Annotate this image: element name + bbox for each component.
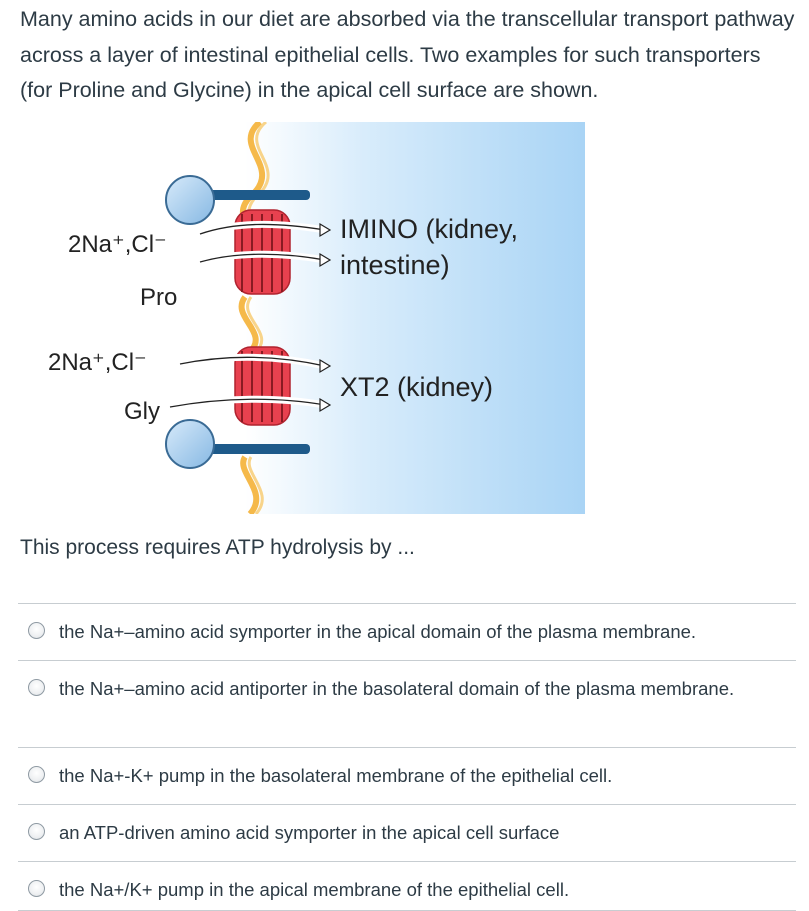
answer-option[interactable]: the Na+–amino acid symporter in the apic… — [18, 603, 796, 660]
imino-substrate-label: Pro — [140, 284, 177, 311]
lumen-background — [245, 122, 585, 514]
question-prompt: This process requires ATP hydrolysis by … — [20, 536, 415, 559]
transporter-diagram: 2Na⁺,Cl⁻ Pro IMINO (kidney, intestine) 2… — [48, 119, 585, 517]
anchor-bar — [198, 444, 310, 454]
xt2-substrate-label: Gly — [124, 398, 160, 425]
answer-option[interactable]: the Na+–amino acid antiporter in the bas… — [18, 660, 796, 747]
answer-label[interactable]: the Na+/K+ pump in the apical membrane o… — [59, 879, 570, 900]
imino-name-label-line2: intestine) — [340, 250, 450, 280]
answer-label[interactable]: the Na+-K+ pump in the basolateral membr… — [59, 765, 613, 786]
imino-transporter — [165, 175, 332, 295]
answer-label[interactable]: the Na+–amino acid symporter in the apic… — [59, 621, 697, 642]
answer-label[interactable]: an ATP-driven amino acid symporter in th… — [59, 822, 560, 843]
transporter-figure: 2Na⁺,Cl⁻ Pro IMINO (kidney, intestine) 2… — [20, 119, 585, 517]
radio-button[interactable] — [28, 622, 45, 639]
radio-button[interactable] — [28, 880, 45, 897]
radio-button[interactable] — [28, 679, 45, 696]
answer-list: the Na+–amino acid symporter in the apic… — [18, 603, 796, 911]
answer-option[interactable]: an ATP-driven amino acid symporter in th… — [18, 804, 796, 861]
radio-button[interactable] — [28, 766, 45, 783]
answer-option[interactable]: the Na+-K+ pump in the basolateral membr… — [18, 747, 796, 804]
radio-button[interactable] — [28, 823, 45, 840]
xt2-ions-label: 2Na⁺,Cl⁻ — [48, 349, 147, 376]
anchor-bar — [198, 190, 310, 200]
xt2-transporter — [165, 346, 332, 469]
transporter-ball — [165, 175, 215, 225]
answer-label[interactable]: the Na+–amino acid antiporter in the bas… — [59, 678, 735, 699]
xt2-name-label: XT2 (kidney) — [340, 372, 493, 402]
imino-name-label: IMINO (kidney, — [340, 214, 518, 244]
imino-ions-label: 2Na⁺,Cl⁻ — [68, 231, 167, 258]
transporter-ball — [165, 419, 215, 469]
answer-option[interactable]: the Na+/K+ pump in the apical membrane o… — [18, 861, 796, 911]
question-intro: Many amino acids in our diet are absorbe… — [20, 7, 795, 102]
